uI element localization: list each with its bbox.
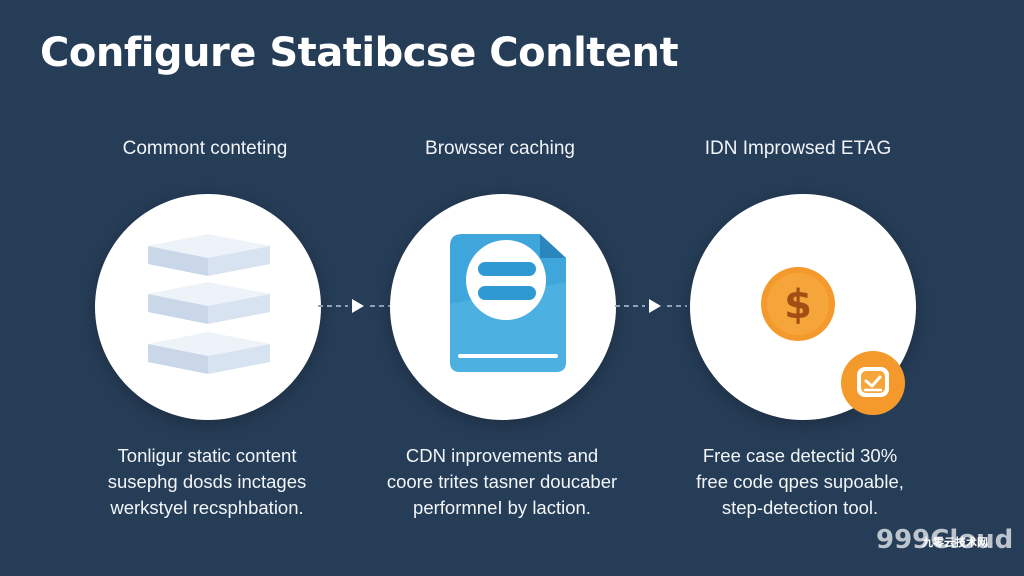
description-line: free code qpes supoable,	[696, 471, 904, 492]
description-line: step-detection tool.	[721, 497, 879, 518]
description-line: performneI by laction.	[413, 497, 591, 518]
column-1-label: Commont conteting	[122, 138, 288, 159]
page-title: Configure Statibcse Conltent	[40, 30, 679, 76]
arrow-right-icon	[318, 299, 390, 313]
description-line: susephg dosds inctages	[107, 471, 307, 492]
column-3-label: IDN Improwsed ETAG	[704, 138, 892, 159]
description-line: Free case detectid 30%	[702, 445, 898, 466]
watermark-logo: 999Cloud	[876, 525, 1014, 555]
dollar-coin-icon: $	[761, 267, 835, 341]
watermark-subtext: 九零云技术网	[922, 537, 988, 549]
arrow-right-icon	[615, 299, 687, 313]
column-3-description: Free case detectid 30% free code qpes su…	[655, 443, 945, 521]
svg-text:$: $	[784, 282, 812, 328]
description-line: werkstyel recsphbation.	[110, 497, 304, 518]
checkmark-badge-icon	[841, 351, 905, 415]
column-2-label: Browsser caching	[425, 138, 575, 159]
description-line: Tonligur static content	[117, 445, 297, 466]
column-2-description: CDN inprovements and coore trites tasner…	[357, 443, 647, 521]
description-line: CDN inprovements and	[405, 445, 599, 466]
column-1-description: Tonligur static content susephg dosds in…	[62, 443, 352, 521]
column-1-circle	[95, 194, 321, 420]
stacked-layers-icon	[148, 234, 270, 374]
description-line: coore trites tasner doucaber	[386, 471, 618, 492]
column-2-circle	[390, 194, 616, 420]
browser-document-icon	[450, 234, 566, 372]
